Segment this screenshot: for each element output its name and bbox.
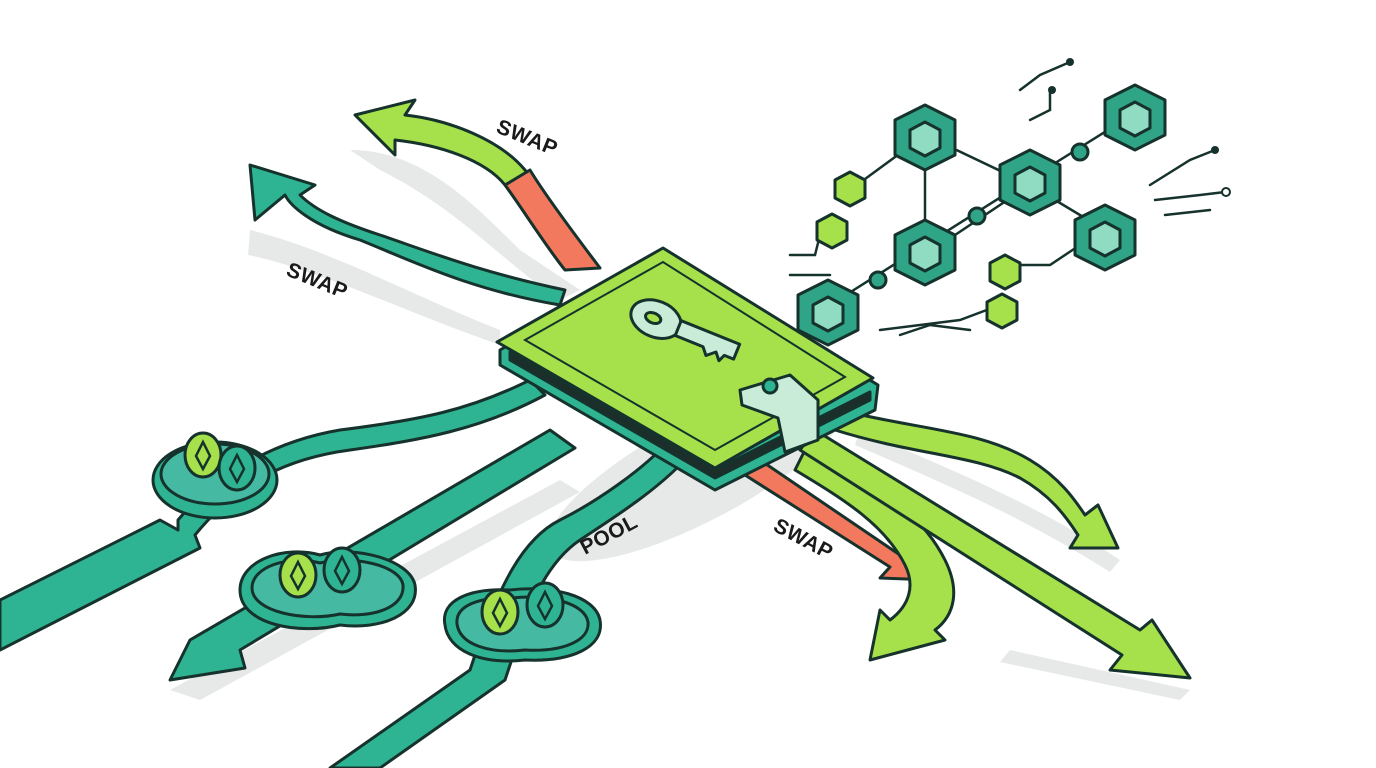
wallet-icon: [495, 246, 880, 492]
coin-icon: [322, 546, 362, 594]
coin-icon: [278, 551, 318, 599]
blockchain-node-icon: [1103, 83, 1167, 152]
coin-icon: [217, 444, 257, 492]
blockchain-node-icon: [985, 292, 1019, 330]
liquidity-pool-1: [151, 431, 279, 520]
blockchain-node-icon: [988, 253, 1022, 291]
liquidity-pool-3: [443, 581, 602, 663]
blockchain-node-icon: [833, 170, 867, 208]
swap-arrow-top: [353, 98, 602, 272]
blockchain-node-icon: [1073, 203, 1137, 272]
key-icon: [629, 298, 742, 363]
swap-arrow-upper-left: [248, 163, 567, 307]
blockchain-node-icon: [998, 148, 1062, 217]
blockchain-node-icon: [815, 212, 849, 250]
blockchain-node-icon: [796, 278, 860, 347]
coin-icon: [525, 581, 565, 629]
coin-icon: [183, 431, 223, 479]
swap-arrows-right: [743, 408, 1192, 680]
blockchain-node-icon: [893, 218, 957, 287]
blockchain-network: [788, 58, 1231, 347]
blockchain-node-icon: [893, 103, 957, 172]
liquidity-pool-2: [238, 546, 417, 631]
coin-icon: [480, 588, 520, 636]
